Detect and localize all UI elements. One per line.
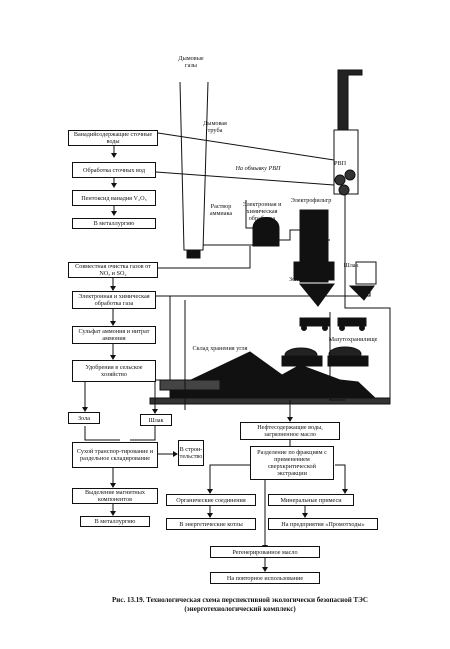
box-magnetic: Выделение магнитных компонентов	[72, 488, 158, 504]
box-fractionation: Разделение по фракциям с применением све…	[250, 446, 334, 480]
label-reagent: Раствор аммиака	[209, 203, 233, 217]
label-electron-irradiation: Электронная и химическая обработка	[242, 201, 282, 222]
box-electron-treatment: Электронная и химическая обработка газа	[72, 291, 156, 309]
figure-caption: Рис. 13.19. Технологическая схема перспе…	[80, 596, 400, 614]
label-ash-top: Зола	[289, 276, 301, 283]
reactor-vessel	[252, 217, 280, 247]
box-enterprise: На предприятия «Промотходы»	[268, 518, 378, 530]
box-reuse: На повторное использование	[210, 572, 320, 584]
box-vanadium-pentoxide: Пентоксид ванадия V₂O₅	[72, 190, 156, 206]
box-oil-water: Нефтесодержащие воды, загрязненное масло	[240, 422, 340, 440]
box-vanadium-waters: Ванадийсодержащие сточные воды	[68, 130, 158, 146]
label-coal-storage: Склад хранения угля	[192, 345, 248, 352]
box-fertilizers: Удобрения в сельское хозяйство	[72, 360, 156, 382]
box-energy-plants: В энергетические котлы	[166, 518, 256, 530]
boiler-top-duct	[337, 69, 363, 131]
box-gas-cleaning: Совместная очистка газов от NOₓ и SO₂	[68, 262, 158, 278]
box-mineral: Минеральные примеси	[268, 494, 354, 506]
label-to-rvp-wash: На обмывку РВП	[235, 165, 281, 172]
box-slag: Шлак	[140, 414, 172, 426]
ash-hopper	[298, 283, 335, 307]
label-slag-top: Шлак	[343, 262, 359, 269]
label-fuel-oil: Мазутохранилище	[328, 336, 378, 343]
box-regenerated-oil: Регенерированное масло	[210, 546, 320, 558]
label-rvp: РВП	[334, 160, 347, 167]
box-construction: В строи-тельство	[178, 440, 204, 466]
box-ammonium-salts: Сульфат аммония и нитрат аммония	[72, 326, 156, 344]
box-organic: Органические соединения	[166, 494, 256, 506]
slag-hopper	[348, 285, 375, 301]
caption-line-1: Рис. 13.19. Технологическая схема перспе…	[112, 596, 368, 604]
label-flue-gases: Дымовые газы	[178, 55, 204, 69]
box-dry-transport: Сухой транспор-тирование и раздельное ск…	[72, 442, 158, 468]
chimney-shape	[179, 81, 209, 251]
box-to-metallurgy-1: В металлургию	[72, 218, 156, 229]
label-electrofilter: Электрофильтр	[290, 197, 332, 204]
box-ash: Зола	[68, 412, 100, 424]
box-to-metallurgy-2: В металлургию	[80, 516, 150, 527]
caption-line-2: (энерготехнологический комплекс)	[184, 605, 296, 613]
label-chimney: Дымовая труба	[203, 120, 227, 134]
box-water-treatment: Обработка сточных вод	[72, 162, 156, 178]
